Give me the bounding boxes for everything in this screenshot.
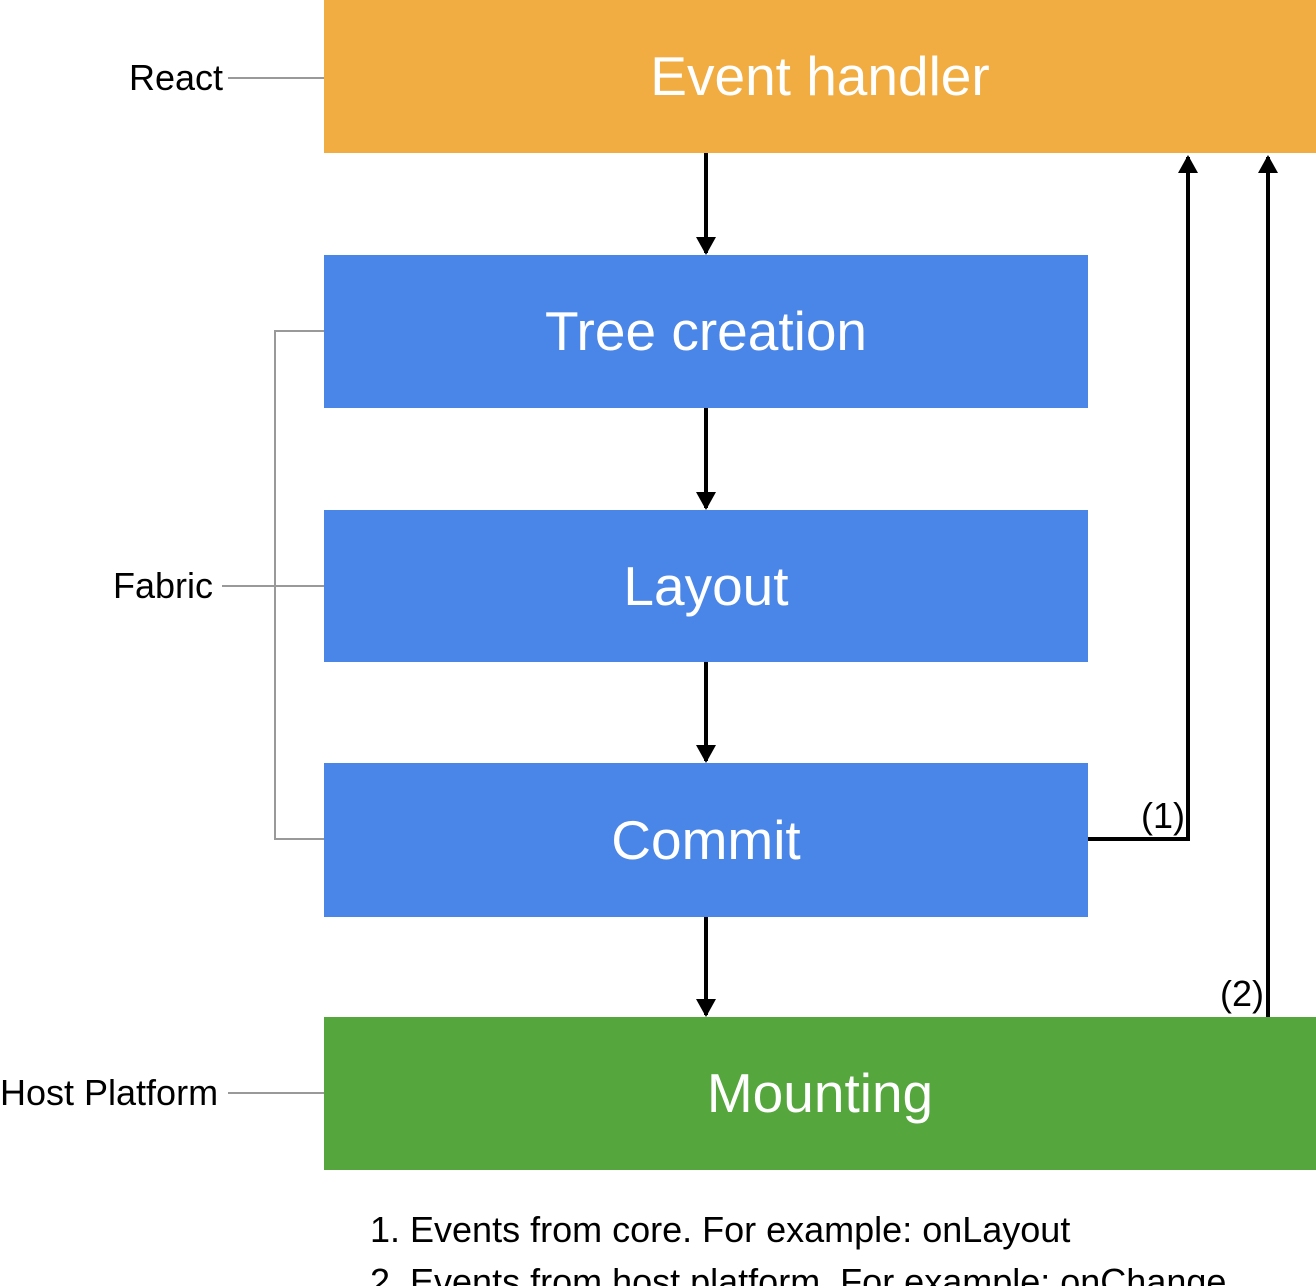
box-event-handler-label: Event handler [650, 45, 990, 107]
box-commit-label: Commit [611, 808, 801, 871]
box-mounting: Mounting [324, 1017, 1316, 1170]
box-tree-creation: Tree creation [324, 255, 1088, 408]
footnote-2: 2. Events from host platform. For exampl… [370, 1261, 1227, 1286]
box-event-handler: Event handler [324, 0, 1316, 153]
fabric-bracket-line [274, 330, 324, 840]
callout-1-label: (1) [1141, 795, 1185, 836]
box-layout: Layout [324, 510, 1088, 662]
box-layout-label: Layout [623, 554, 789, 617]
box-tree-creation-label: Tree creation [545, 300, 867, 362]
label-react: React [128, 57, 223, 98]
label-host-platform: Host Platform [0, 1072, 219, 1113]
label-fabric: Fabric [112, 565, 213, 606]
box-mounting-label: Mounting [706, 1062, 934, 1124]
footnote-1: 1. Events from core. For example: onLayo… [370, 1209, 1071, 1250]
arrow-commit-to-event-callout-1 [1088, 155, 1198, 841]
callout-2-label: (2) [1220, 973, 1264, 1014]
footnotes: 1. Events from core. For example: onLayo… [370, 1204, 1226, 1286]
box-commit: Commit [324, 763, 1088, 917]
